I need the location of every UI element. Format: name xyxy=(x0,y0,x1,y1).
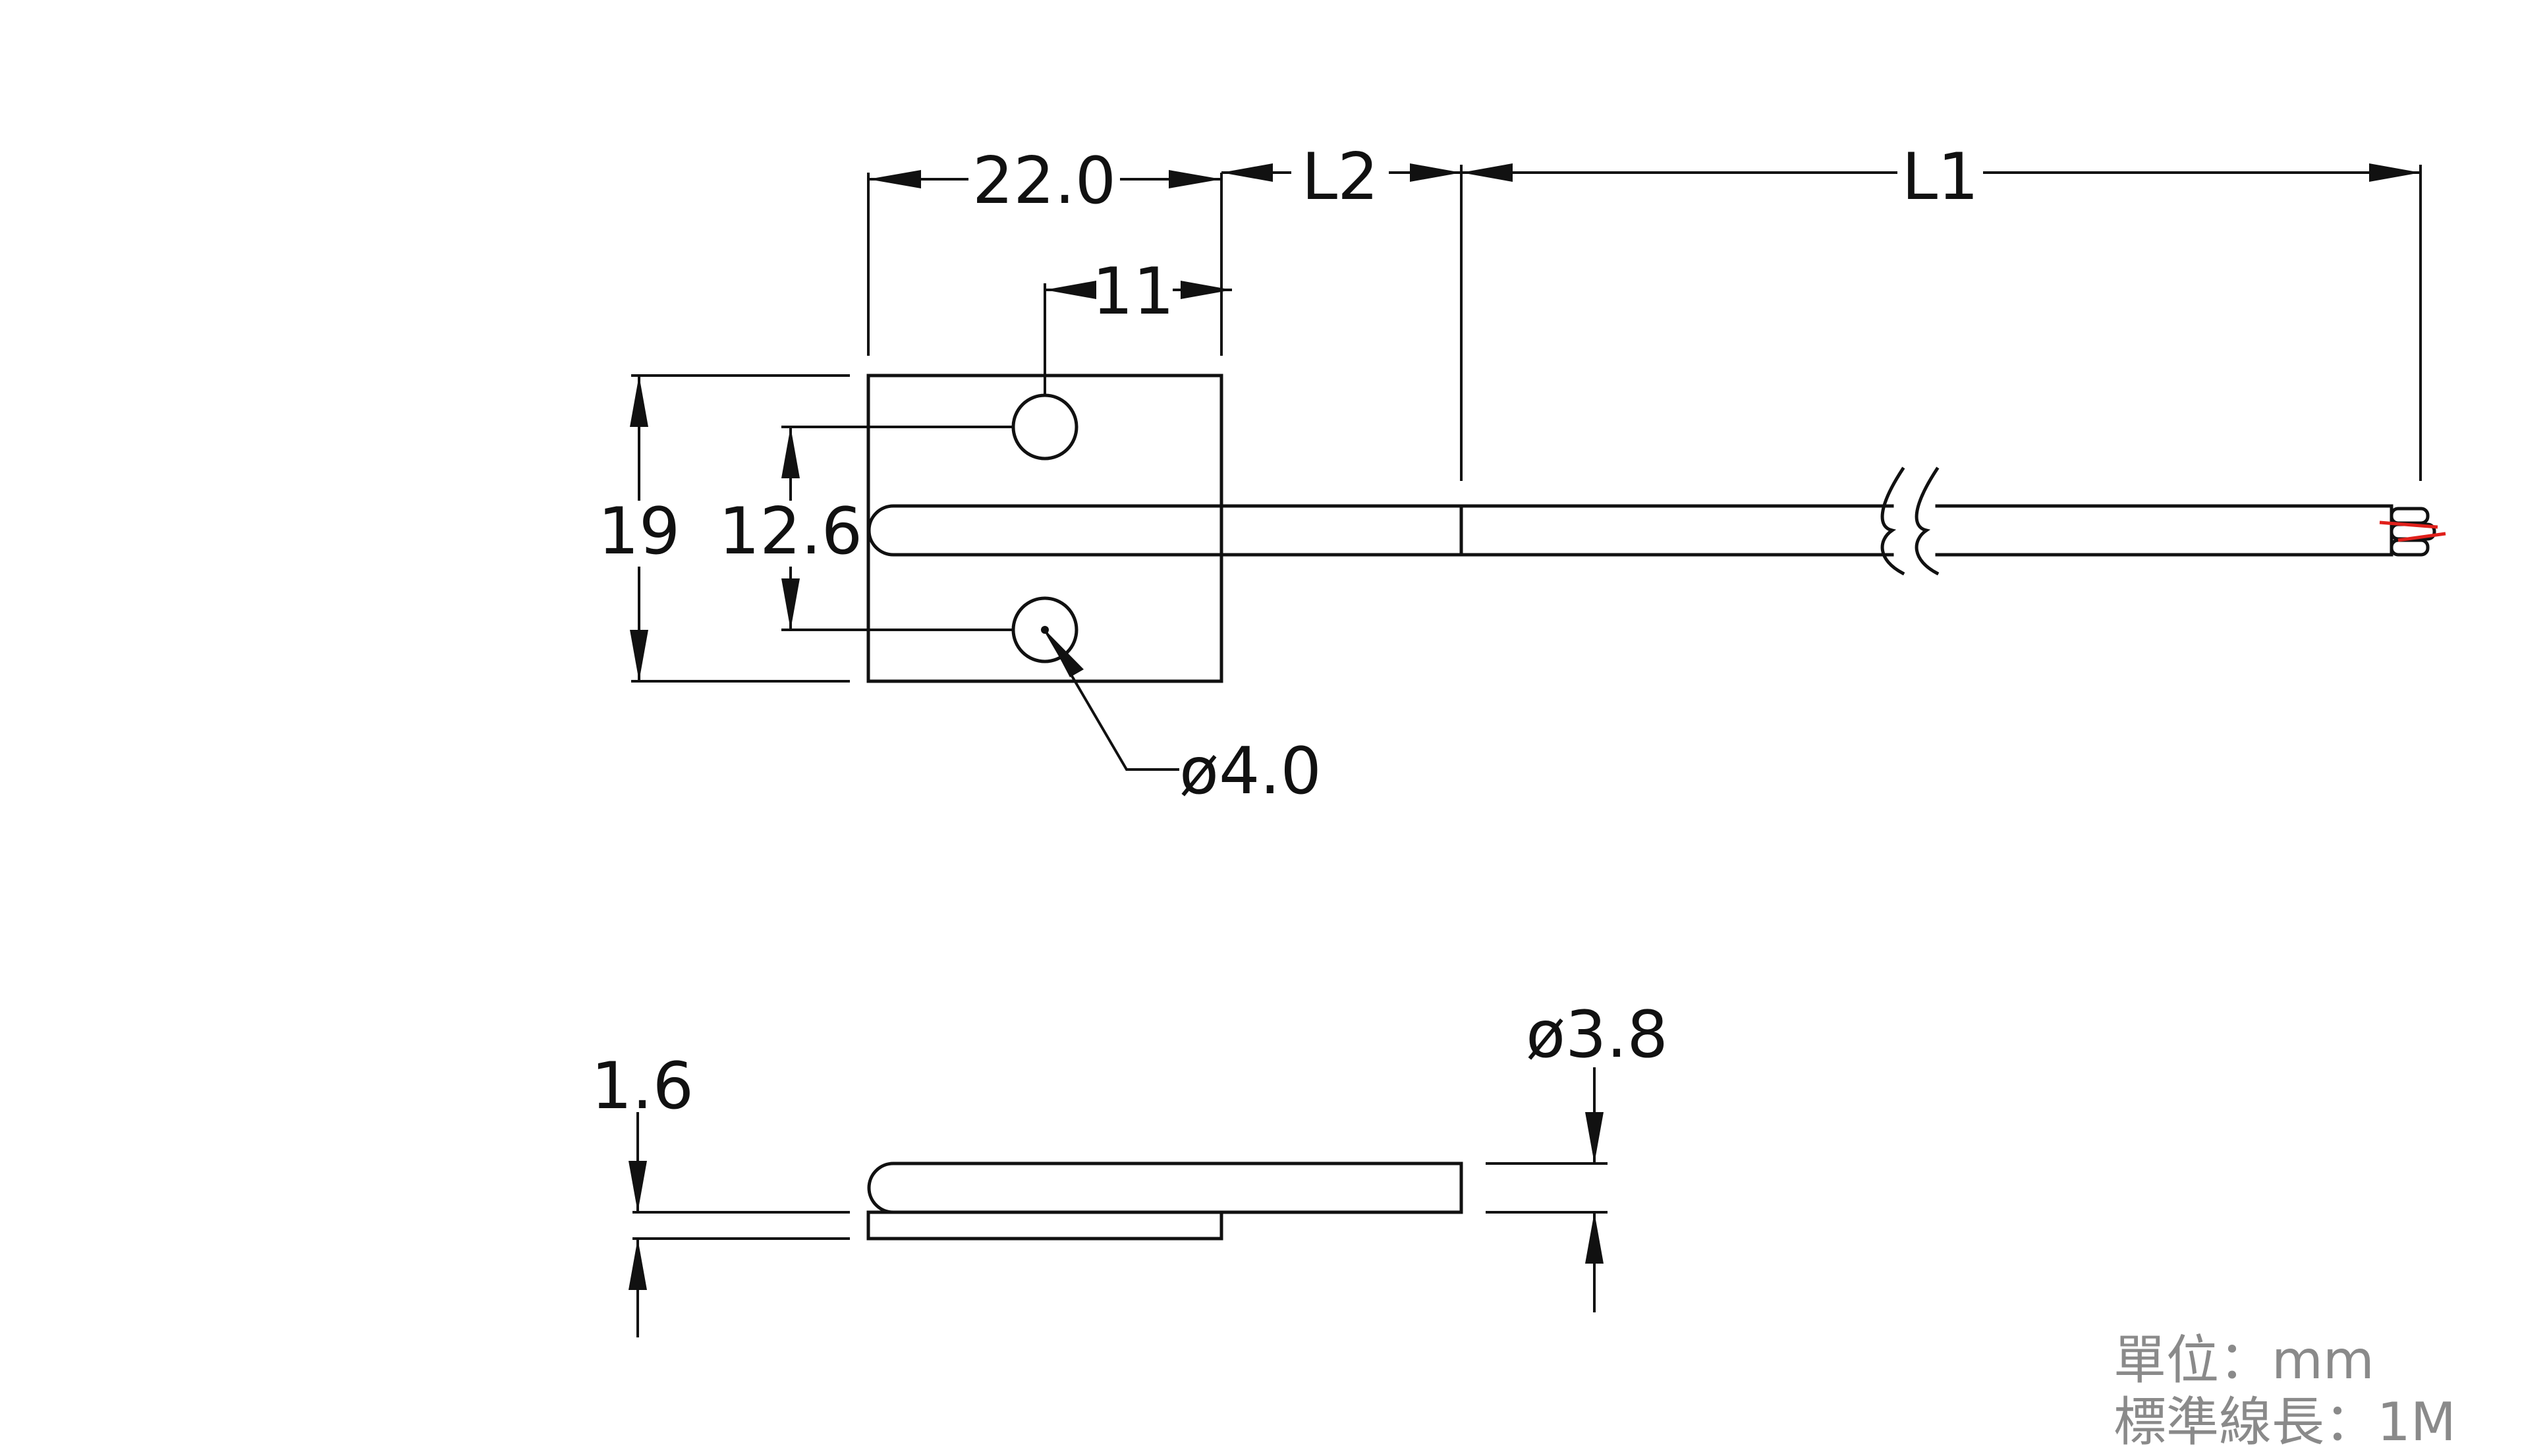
cable-break-mark xyxy=(1880,466,1905,576)
side-tube xyxy=(867,1162,1463,1214)
standard-length-note: 標準線長：1M xyxy=(2113,1391,2456,1453)
dim-width-label: 22.0 xyxy=(972,144,1116,219)
side-plate xyxy=(866,1210,1223,1241)
notes: 單位：mm 標準線長：1M xyxy=(2113,1330,2456,1453)
dim-hole-spacing-label: 12.6 xyxy=(719,494,862,569)
wire-leads xyxy=(2379,507,2446,557)
mounting-hole-top xyxy=(1011,393,1078,461)
dim-hole-offset-label: 11 xyxy=(1092,254,1175,329)
dim-height-label: 19 xyxy=(598,494,681,569)
dim-tube-diameter-label: ø3.8 xyxy=(1526,997,1668,1073)
cable-break-mark xyxy=(1915,466,1940,576)
dim-plate-thickness-label: 1.6 xyxy=(591,1049,694,1124)
top-view: 22.0 L2 L1 11 19 12.6 ø4.0 xyxy=(598,140,2446,809)
unit-note: 單位：mm xyxy=(2113,1330,2374,1391)
dim-l1-label: L1 xyxy=(1902,140,1979,215)
dim-hole-diameter-label: ø4.0 xyxy=(1179,734,1322,809)
sensor-tube xyxy=(867,504,1463,557)
dim-l2-label: L2 xyxy=(1302,140,1379,215)
cable xyxy=(1459,466,2446,576)
mounting-plate xyxy=(866,374,1223,683)
side-view: 1.6 ø3.8 xyxy=(591,997,1668,1337)
